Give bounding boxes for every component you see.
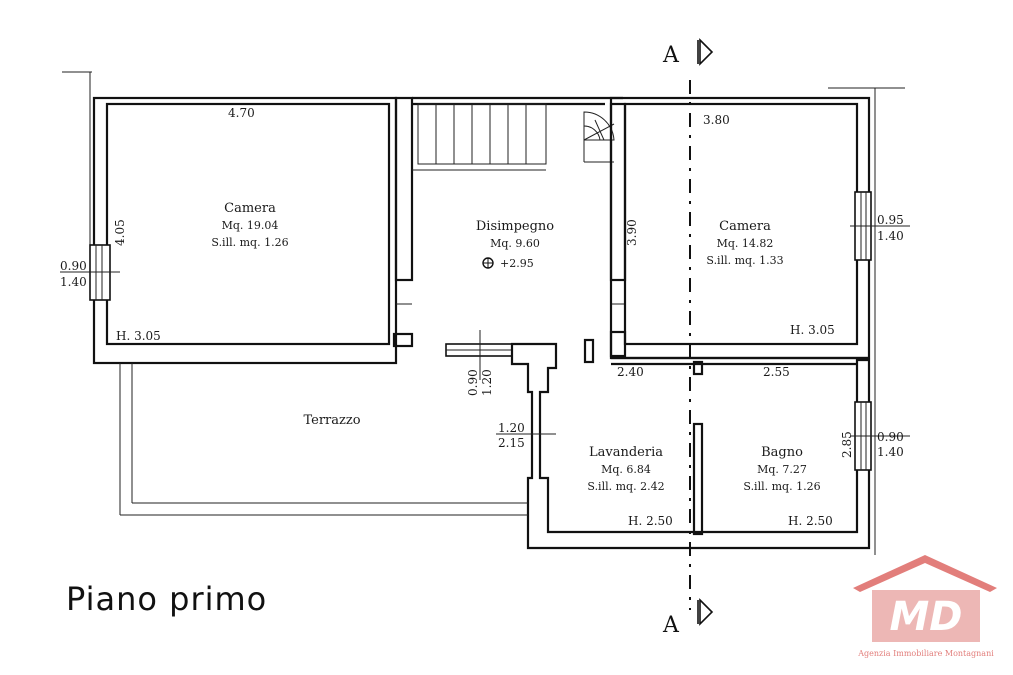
dim-bagno-width: 2.55 [763, 365, 790, 379]
dim-lavanderia-width: 2.40 [617, 365, 644, 379]
terrace-window [445, 330, 513, 380]
section-label-bottom: A [662, 613, 680, 638]
lavanderia-area: Mq. 6.84 [601, 463, 651, 476]
camera-left-area: Mq. 19.04 [222, 219, 279, 232]
camera-right-name: Camera [719, 219, 771, 234]
disimpegno-name: Disimpegno [476, 219, 554, 234]
logo-letters: MD [889, 594, 962, 640]
dim-win-right1-top: 0.95 [877, 213, 904, 227]
camera-left-window: S.ill. mq. 1.26 [211, 236, 288, 249]
page-title: Piano primo [66, 580, 267, 618]
disimpegno-area: Mq. 9.60 [490, 237, 540, 250]
partition-wall [609, 102, 627, 282]
dim-win-terrace-a: 0.90 [466, 369, 480, 396]
bagno-name: Bagno [761, 445, 803, 460]
lavanderia-name: Lavanderia [589, 445, 663, 460]
camera-left-height: H. 3.05 [116, 329, 161, 343]
dim-camera2-width: 3.80 [703, 113, 730, 127]
dim-camera1-width: 4.70 [228, 106, 255, 120]
terrace-outline [119, 363, 528, 516]
camera-right-window: S.ill. mq. 1.33 [706, 254, 783, 267]
section-arrow-top [699, 38, 714, 66]
agency-logo: MD Agenzia Immobiliare Montagnani [853, 555, 997, 658]
section-label-top: A [662, 43, 680, 68]
dim-win-lav-bottom: 2.15 [498, 436, 525, 450]
dim-win-left-top: 0.90 [60, 259, 87, 273]
dim-disimpegno-depth: 3.90 [625, 219, 639, 246]
door-jamb [609, 330, 627, 358]
bagno-window: S.ill. mq. 1.26 [743, 480, 820, 493]
logo-agency-name: Agenzia Immobiliare Montagnani [857, 649, 994, 658]
terrazzo-name: Terrazzo [303, 413, 360, 428]
dim-win-terrace-b: 1.20 [480, 369, 494, 396]
staircase [412, 96, 623, 171]
dim-win-right2-top: 0.90 [877, 430, 904, 444]
section-arrow-bottom [699, 598, 714, 626]
lavanderia-height: H. 2.50 [628, 514, 673, 528]
camera-right-height: H. 3.05 [790, 323, 835, 337]
dim-win-lav-top: 1.20 [498, 421, 525, 435]
service-block-walls [496, 342, 910, 550]
lavanderia-window: S.ill. mq. 2.42 [587, 480, 664, 493]
door-jamb [392, 332, 414, 348]
camera-right-area: Mq. 14.82 [717, 237, 774, 250]
dim-bagno-depth: 2.85 [840, 431, 854, 458]
partition-wall [394, 96, 414, 282]
disimpegno-level: +2.95 [500, 257, 534, 270]
dim-camera1-depth: 4.05 [113, 219, 127, 246]
door-jamb [583, 338, 595, 364]
bagno-height: H. 2.50 [788, 514, 833, 528]
bagno-area: Mq. 7.27 [757, 463, 807, 476]
camera-left-name: Camera [224, 201, 276, 216]
dim-win-right2-bottom: 1.40 [877, 445, 904, 459]
dim-win-left-bottom: 1.40 [60, 275, 87, 289]
dim-win-right1-bottom: 1.40 [877, 229, 904, 243]
